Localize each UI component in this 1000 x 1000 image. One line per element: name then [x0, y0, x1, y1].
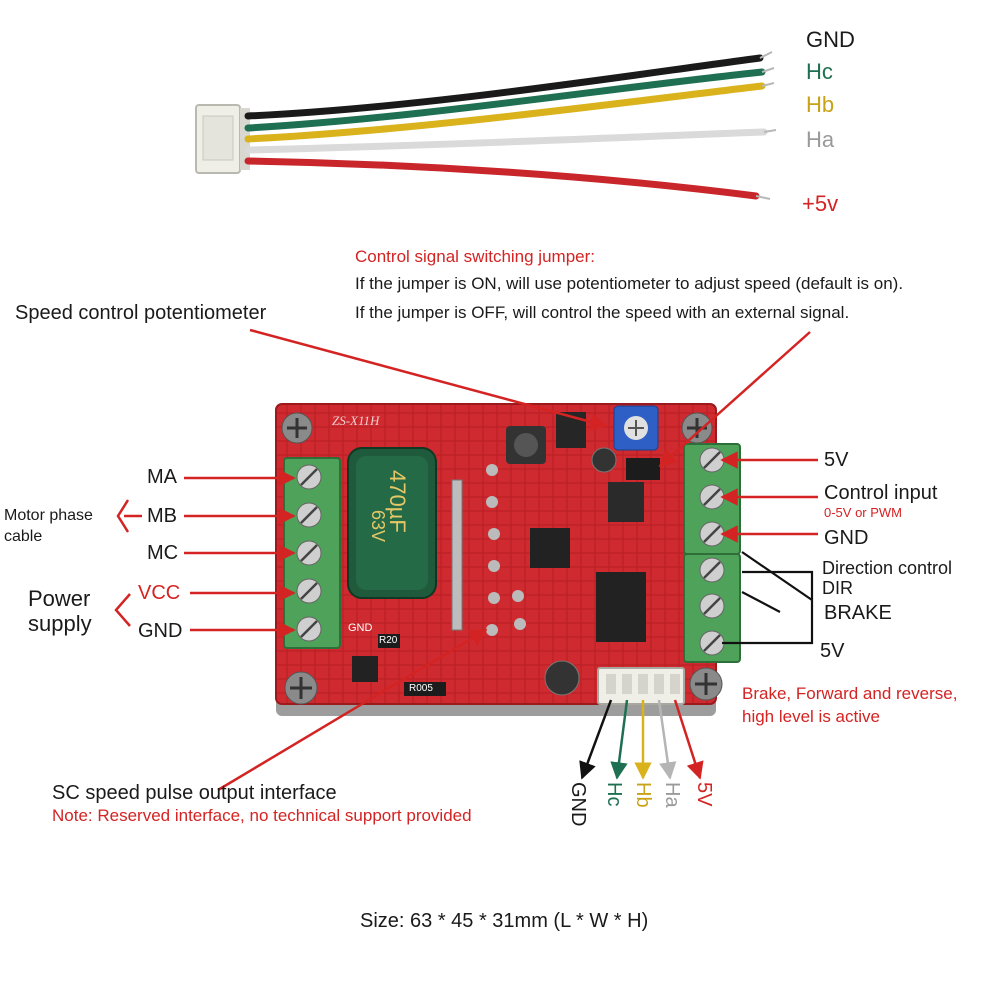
terminal-label-brake: BRAKE [824, 602, 892, 624]
resistor [404, 682, 446, 696]
terminal-label-gnd: GND [138, 620, 183, 642]
small-capacitor [544, 660, 580, 696]
brake-note-line2: high level is active [742, 707, 880, 726]
driver-board [275, 403, 741, 716]
wire-label-gnd: GND [806, 27, 855, 52]
terminal-label-gnd-right: GND [824, 527, 869, 549]
screw-icon [284, 671, 318, 705]
screw-icon [281, 412, 313, 444]
wire-label-hb: Hb [806, 92, 835, 117]
potentiometer-label: Speed control potentiometer [15, 302, 267, 324]
resistor-r20-label: R20 [379, 635, 398, 646]
size-caption: Size: 63 * 45 * 31mm (L * W * H) [360, 910, 649, 932]
hall-label-ha: Ha [661, 782, 683, 808]
terminal-label-5v-bottom: 5V [820, 640, 845, 662]
capacitor-value-label: 470µF [385, 470, 410, 533]
power-supply-line1: Power [28, 586, 91, 611]
jumper-note-off: If the jumper is OFF, will control the s… [355, 303, 850, 322]
wire-label-5v: +5v [802, 191, 839, 216]
ic-chip [596, 572, 646, 642]
screw-icon [681, 412, 713, 444]
terminal-label-control-input-sub: 0-5V or PWM [824, 505, 903, 520]
transistor [352, 656, 378, 682]
board-gnd-silk: GND [348, 622, 373, 634]
wire-harness [195, 51, 777, 200]
capacitor-voltage-label: 63V [368, 510, 388, 543]
wire-label-hc: Hc [806, 59, 833, 84]
board-model-label: ZS-X11H [332, 413, 380, 428]
sc-output-note: Note: Reserved interface, no technical s… [52, 806, 472, 825]
terminal-label-control-input: Control input [824, 482, 938, 504]
wire-green [244, 68, 766, 132]
potentiometer [613, 405, 659, 451]
hall-label-hb: Hb [632, 782, 654, 808]
terminal-label-dir: DIR [822, 578, 853, 598]
inductor [506, 426, 546, 464]
harness-connector [195, 104, 250, 174]
left-terminal-block [283, 457, 341, 649]
jumper [626, 458, 660, 480]
terminal-label-mc: MC [147, 542, 179, 564]
hall-label-hc: Hc [603, 782, 625, 807]
jumper-note-title: Control signal switching jumper: [355, 247, 595, 266]
motor-phase-cable-line1: Motor phase [4, 507, 93, 524]
annotation-arrows [114, 328, 818, 792]
hall-label-gnd: GND [567, 782, 589, 827]
ic-chip [608, 482, 644, 522]
small-capacitor [591, 447, 617, 473]
jumper-note-on: If the jumper is ON, will use potentiome… [355, 274, 904, 293]
wire-black [244, 54, 764, 120]
wire-white [244, 128, 768, 154]
wire-red [244, 157, 760, 200]
power-supply-line2: supply [28, 611, 92, 636]
heatsink-bar [451, 479, 463, 631]
hall-label-5v: 5V [693, 782, 715, 807]
sc-output-title: SC speed pulse output interface [52, 782, 337, 804]
ic-chip [530, 528, 570, 568]
screw-icon [689, 667, 723, 701]
terminal-label-mb: MB [147, 505, 177, 527]
right-terminal-block-bottom [683, 553, 741, 663]
hall-connector [597, 667, 685, 705]
resistor-r005-label: R005 [409, 683, 433, 694]
terminal-label-5v-top: 5V [824, 449, 849, 471]
electrolytic-capacitor [347, 447, 437, 599]
motor-phase-cable-line2: cable [4, 528, 43, 545]
wire-label-ha: Ha [806, 127, 835, 152]
wire-yellow [244, 82, 766, 143]
resistor [378, 634, 400, 648]
terminal-label-direction-control: Direction control [822, 558, 953, 578]
terminal-label-ma: MA [147, 466, 177, 488]
terminal-label-vcc: VCC [138, 582, 181, 604]
brake-note-line1: Brake, Forward and reverse, [742, 684, 958, 703]
